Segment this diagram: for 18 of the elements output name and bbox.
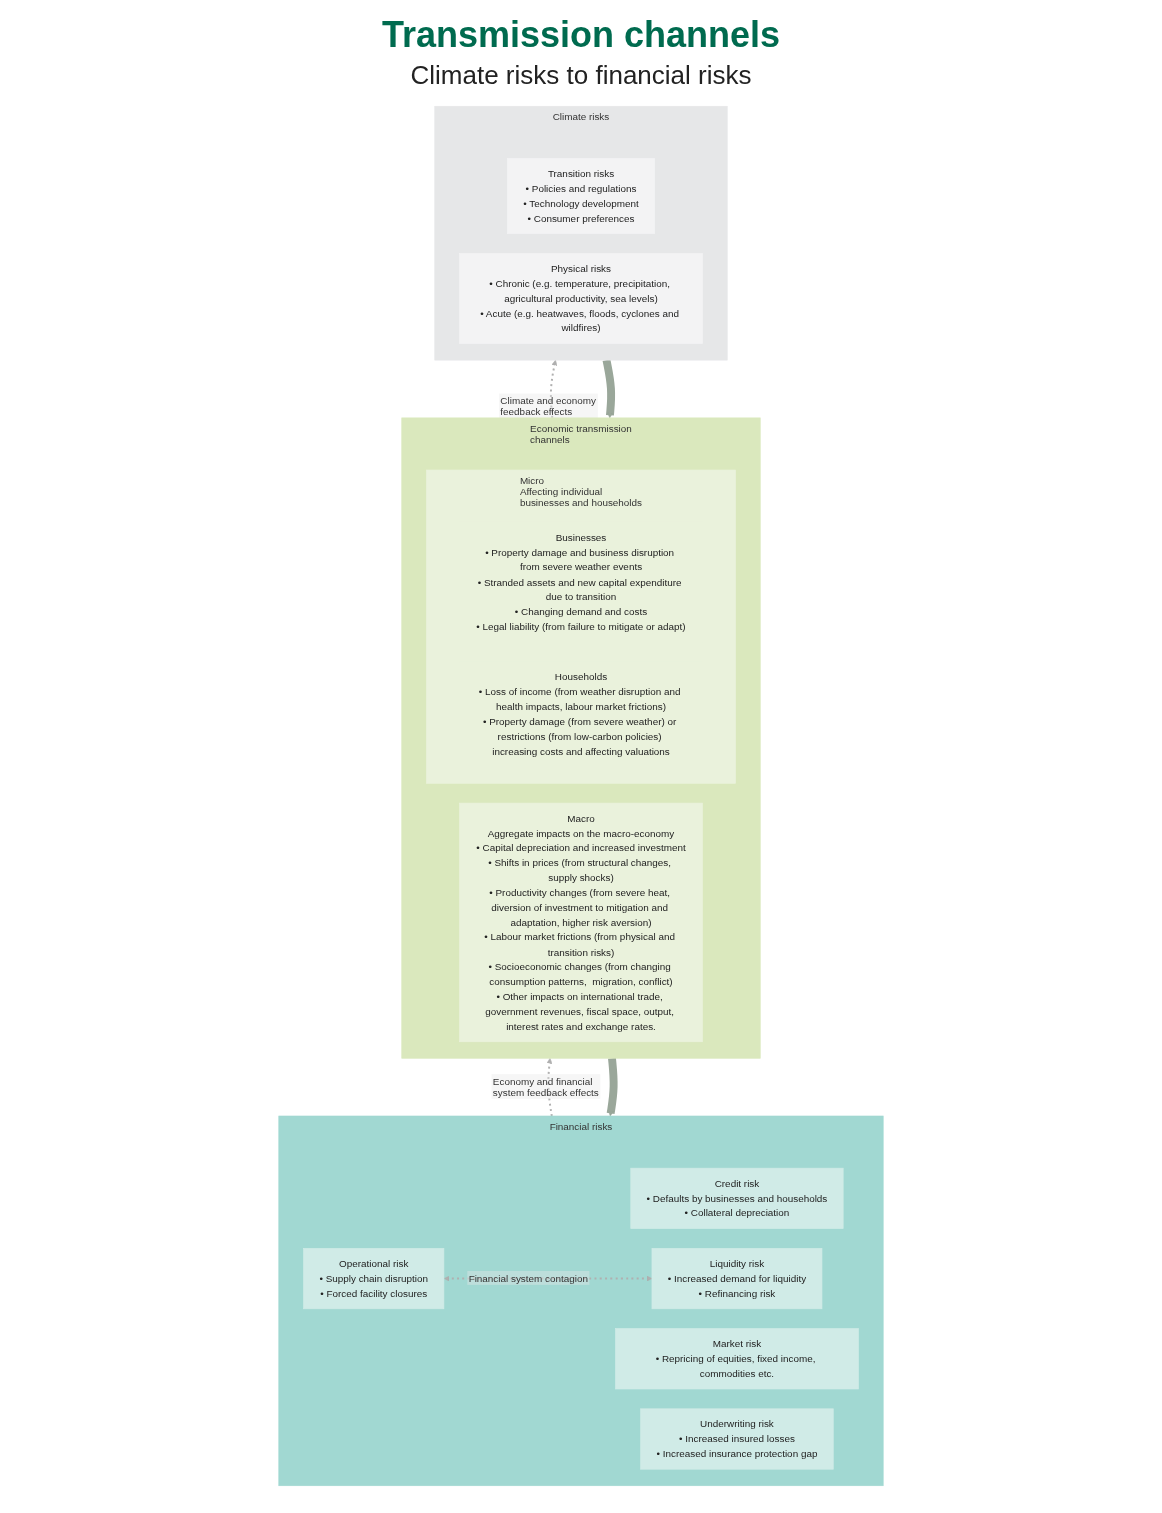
diagram-title: Transmission channels (380, 14, 782, 56)
node-box: Liquidity risk • Increased demand for liquidity • Refinancing risk (651, 1248, 823, 1310)
diagram-subtitle: Climate risks to financial risks (409, 60, 753, 91)
node-box: Market risk • Repricing of equities, fixed income, commodities etc. (615, 1328, 859, 1390)
node-box: Operational risk • Supply chain disruption • Forced facility closures (303, 1248, 445, 1310)
node-box: Macro Aggregate impacts on the macro-economy • Capital depreciation and increased investment • Shifts in prices (from structural changes, supply shocks) • Productivity changes (from severe heat, diversion of investment to mitigation and adaptation, higher risk aversion) • Labour market frictions (from physical and transition risks) • Socioeconomic changes (from changing consumption patterns, migration, conflict) • Other impacts on international trade, government revenues, fiscal space, output, interest rates and exchange rates. (459, 802, 703, 1043)
edge-label: Climate and economy feedback effects (500, 395, 597, 418)
edge-label: Economy and financial system feedback effects (492, 1075, 599, 1098)
arrow (602, 359, 616, 419)
node-text: Businesses • Property damage and business disruption from severe weather events • Stranded assets and new capital expenditure due to transition • Changing demand and costs • Legal liability (from failure to mitigate or adapt) (476, 531, 686, 632)
node-box: Credit risk • Defaults by businesses and households • Collateral depreciation (630, 1167, 844, 1229)
node-box: Underwriting risk • Increased insured losses • Increased insurance protection gap (640, 1408, 834, 1470)
edge-label: Financial system contagion (468, 1272, 588, 1284)
arrow (546, 1058, 553, 1117)
node-text: Households • Loss of income (from weather disruption and health impacts, labour market frictions) • Property damage (from severe weather) or restrictions (from low-carbon policies) increasing costs and affecting valuations (478, 671, 681, 757)
arrow (549, 359, 558, 419)
arrow (443, 1275, 653, 1282)
arrow (606, 1057, 618, 1117)
